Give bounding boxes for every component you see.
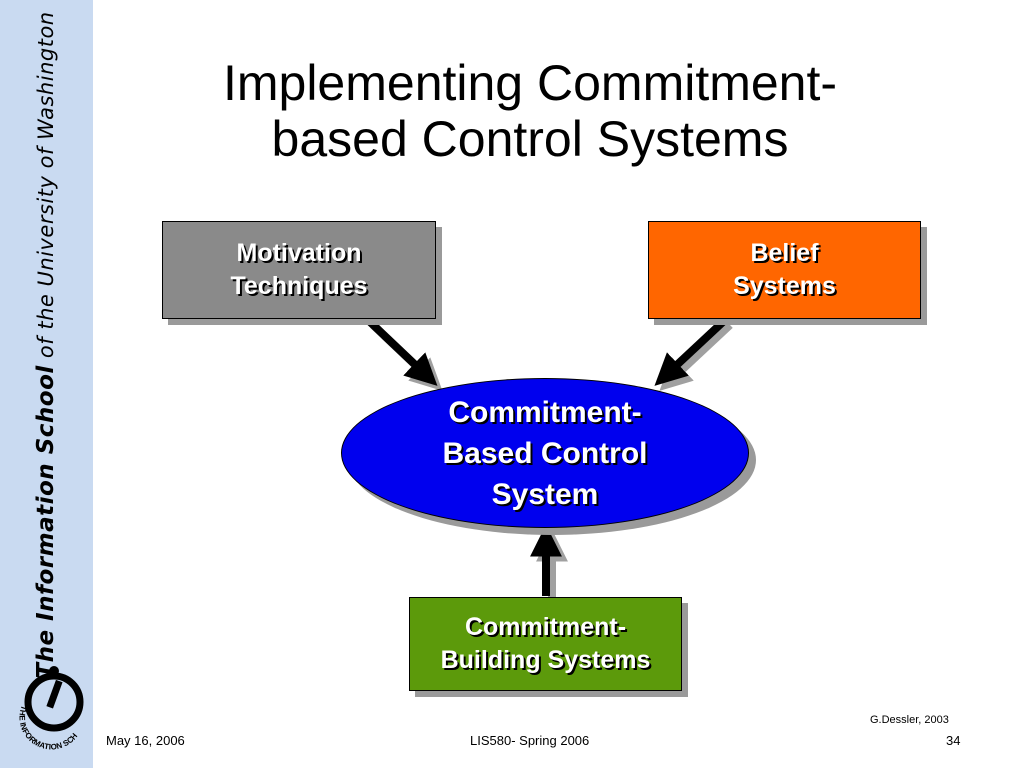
- title-line-2: based Control Systems: [271, 111, 789, 167]
- motivation-line-2: Techniques: [230, 272, 368, 300]
- belief-line-1: Belief: [750, 239, 819, 267]
- sidebar: The Information School of the University…: [0, 0, 93, 768]
- footer-course: LIS580- Spring 2006: [470, 733, 590, 748]
- credit-text: G.Dessler, 2003: [870, 714, 949, 726]
- title-line-1: Implementing Commitment-: [222, 55, 838, 111]
- center-line-3: System: [491, 477, 599, 511]
- building-line-2: Building Systems: [440, 646, 651, 674]
- footer-date: May 16, 2006: [106, 733, 185, 748]
- slide-title: Implementing Commitment- based Control S…: [140, 55, 920, 167]
- arrow-belief-to-center: [654, 317, 728, 386]
- center-line-2: Based Control: [442, 436, 648, 470]
- commitment-building-systems-box: Commitment- Building Systems: [409, 597, 682, 691]
- belief-line-2: Systems: [733, 272, 836, 300]
- commitment-control-system-ellipse: Commitment- Based Control System: [341, 378, 749, 528]
- motivation-line-1: Motivation: [236, 239, 362, 267]
- belief-systems-box: Belief Systems: [648, 221, 921, 319]
- arrow-motivation-to-center: [365, 317, 438, 386]
- page-number: 34: [946, 733, 961, 748]
- information-school-logo: THE INFORMATION SCHOOL: [2, 650, 84, 752]
- motivation-techniques-box: Motivation Techniques: [162, 221, 436, 319]
- building-line-1: Commitment-: [464, 613, 627, 641]
- center-line-1: Commitment-: [448, 395, 642, 429]
